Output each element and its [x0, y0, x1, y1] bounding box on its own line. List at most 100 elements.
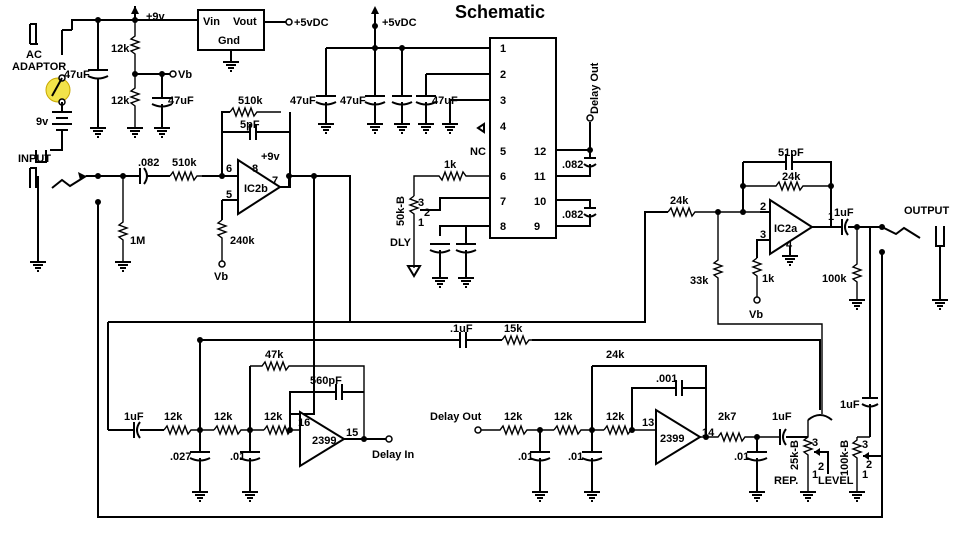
ic2a-vb-r: 1k — [762, 273, 775, 285]
dly-pot-pin-3: 3 — [418, 197, 424, 209]
chip-cap-1: 47uF — [290, 95, 316, 107]
delay-chip-section: +5vDC 47uF 47uF 47uF 1 2 3 4 5 6 7 8 12 … — [290, 6, 601, 288]
ic2b-pin-inv: 6 — [226, 163, 232, 175]
dly-pot-value: 50k-B — [395, 196, 407, 226]
fout-c2: .01 — [568, 451, 583, 463]
ic2b-supply: +9v — [261, 151, 281, 163]
reg-gnd: Gnd — [218, 35, 240, 47]
chip-pin-9: 9 — [534, 221, 540, 233]
fout-opamp — [655, 408, 702, 466]
level-pot-value: 100k-B — [839, 440, 851, 476]
ic2a-pin-noninv: 3 — [760, 229, 766, 241]
fin-c1: .027 — [170, 451, 191, 463]
level-pot-name: LEVEL — [818, 475, 854, 487]
input-r-label: 510k — [172, 157, 197, 169]
ic2b-pin-noninv: 5 — [226, 189, 232, 201]
ic2b-vb-r: 240k — [230, 235, 255, 247]
chip-pin-2: 2 — [500, 69, 506, 81]
chip-pin-1: 1 — [500, 43, 506, 55]
fout-r-out: 2k7 — [718, 411, 736, 423]
supply-cap-label: 47uF — [64, 69, 90, 81]
rep-pot-name: REP. — [774, 475, 798, 487]
dly-pot-pin-1: 1 — [418, 217, 424, 229]
fout-c1: .01 — [518, 451, 533, 463]
power-section: AC ADAPTOR 9v 47uF +9v 12k 12k Vb 47uF — [12, 6, 329, 163]
rep-pot-pin-2: 2 — [818, 461, 824, 473]
ic2b-name: IC2b — [244, 183, 268, 195]
adaptor-label: ADAPTOR — [12, 61, 66, 73]
fout-r2: 12k — [554, 411, 573, 423]
ic2a-pin-gnd: 4 — [786, 239, 793, 251]
fout-c-fb: .001 — [656, 373, 677, 385]
ic2b-pin-out: 7 — [272, 175, 278, 187]
fin-c-fb: 560pF — [310, 375, 342, 387]
chip-pin-10: 10 — [534, 196, 546, 208]
out-r-in: 24k — [670, 195, 689, 207]
schematic-title: Schematic — [455, 2, 545, 22]
fin-r2: 12k — [214, 411, 233, 423]
fout-r3: 12k — [606, 411, 625, 423]
fout-pin-in: 13 — [642, 417, 654, 429]
chip-pin-8: 8 — [500, 221, 506, 233]
delay-in-label: Delay In — [372, 449, 414, 461]
chip-cap-3: 47uF — [432, 95, 458, 107]
feedback-r: 15k — [504, 323, 523, 335]
chip-cap-12-11: .082 — [562, 159, 583, 171]
ic2a-pin-inv: 2 — [760, 201, 766, 213]
chip-pin-6: 6 — [500, 171, 506, 183]
adaptor-jack-symbol — [29, 23, 38, 45]
rep-pot-pin-3: 3 — [812, 437, 818, 449]
dly-pot-pin-2: 2 — [424, 207, 430, 219]
output-stage: 24k 33k 51pF 24k IC2a 2 3 1 4 1k Vb 1uF … — [97, 147, 950, 518]
chip-pin-4: 4 — [500, 121, 507, 133]
fin-c2: .01 — [230, 451, 245, 463]
level-pot-pin-1: 1 — [862, 469, 868, 481]
chip-supply: +5vDC — [382, 17, 417, 29]
level-pot-pin-2: 2 — [866, 459, 872, 471]
fin-opamp — [299, 410, 346, 468]
vb-cap-label: 47uF — [168, 95, 194, 107]
fout-c-out: 1uF — [772, 411, 792, 423]
chip-pin-7: 7 — [500, 196, 506, 208]
divider-r-top: 12k — [111, 43, 130, 55]
reg-vin: Vin — [203, 16, 220, 28]
fin-r-fb: 47k — [265, 349, 284, 361]
out-cap: 1uF — [834, 207, 854, 219]
bias-r-label: 1M — [130, 235, 145, 247]
out-r-shunt: 33k — [690, 275, 709, 287]
fin-r3: 12k — [264, 411, 283, 423]
output-label: OUTPUT — [904, 205, 950, 217]
chip-delay-out: Delay Out — [589, 62, 601, 114]
ic2b-fb-cap: 5pF — [240, 119, 260, 131]
rep-pot-value: 25k-B — [789, 440, 801, 470]
chip-pin-5: 5 — [500, 146, 506, 158]
rail-9v-label: +9v — [146, 11, 166, 23]
reg-out-5v: +5vDC — [294, 17, 329, 29]
feedback-r-top: 24k — [606, 349, 625, 361]
delay-chip-block — [489, 37, 557, 239]
ic2b-vb: Vb — [214, 271, 228, 283]
chip-cap-2: 47uF — [340, 95, 366, 107]
chip-pin-11: 11 — [534, 171, 546, 183]
battery-label: 9v — [36, 116, 49, 128]
vb-label: Vb — [178, 69, 192, 81]
chip-cap-10-9: .082 — [562, 209, 583, 221]
fout-chip: 2399 — [660, 433, 684, 445]
ic2b-fb-r: 510k — [238, 95, 263, 107]
ic2a-vb: Vb — [749, 309, 763, 321]
chip-nc: NC — [470, 146, 486, 158]
chip-pin-12: 12 — [534, 146, 546, 158]
fin-pin-in: 16 — [298, 417, 310, 429]
fin-pin-out: 15 — [346, 427, 358, 439]
feedback-cap: .1uF — [450, 323, 473, 335]
fout-in-label: Delay Out — [430, 411, 482, 423]
fin-cap-in: 1uF — [124, 411, 144, 423]
level-pot-pin-3: 3 — [862, 439, 868, 451]
switch-highlight — [45, 77, 71, 103]
fin-chip: 2399 — [312, 435, 336, 447]
input-label: INPUT — [18, 153, 51, 165]
ic2b-pin-vcc: 8 — [252, 163, 258, 175]
fout-c-shunt: .01 — [734, 451, 749, 463]
input-cap-label: .082 — [138, 157, 159, 169]
